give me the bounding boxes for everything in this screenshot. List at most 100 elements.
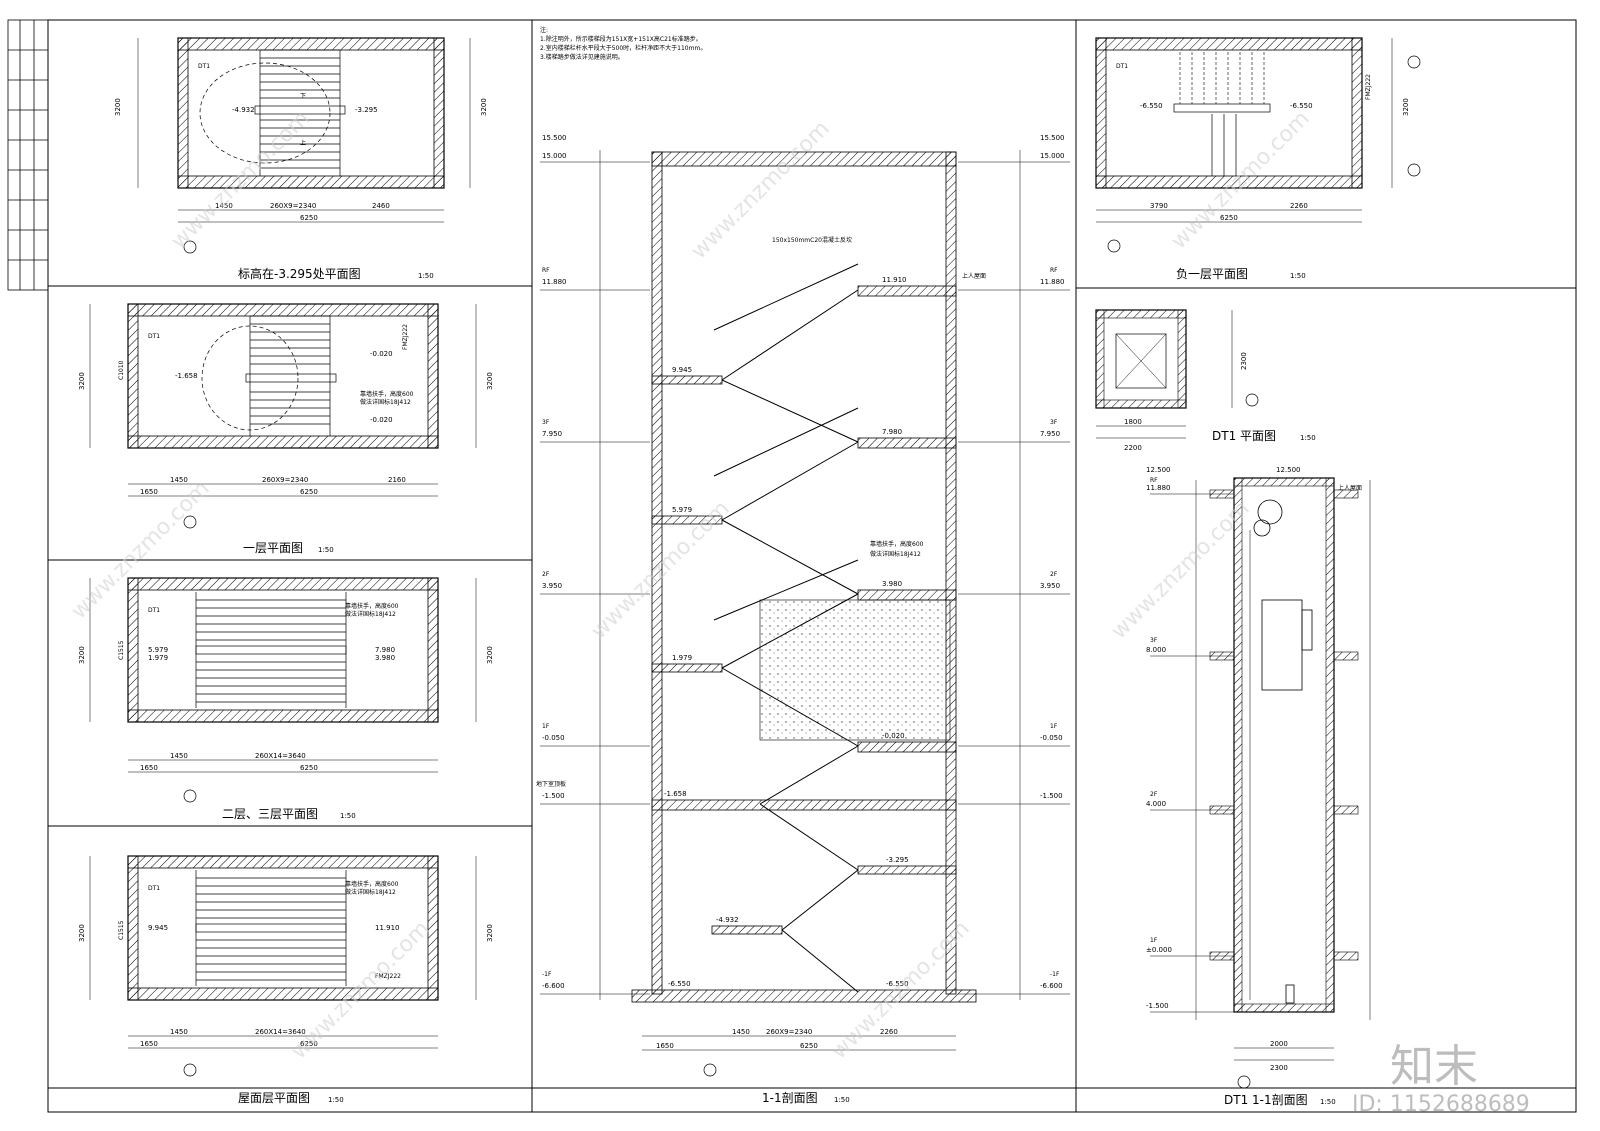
drawing-title: 标高在-3.295处平面图 [238,266,361,281]
dim-label: 3200 [78,372,86,390]
watermark-text: www.znzmo.com [1107,496,1255,644]
level-label: -3.295 [886,856,909,864]
floor-tag: 1F [1150,937,1158,944]
level-label: 7.980 [375,646,395,654]
level-label: 15.500 [1040,134,1065,142]
handrail-note: 靠墙扶手，高度600 [345,880,399,888]
drawing-scale: 1:50 [834,1096,850,1104]
level-label: -4.932 [716,916,739,924]
dim-label: 2300 [1240,352,1248,370]
level-label: 7.950 [1040,430,1060,438]
dim-label: 1450 [732,1028,750,1036]
drawing-scale: 1:50 [318,546,334,554]
elevator-tag: DT1 [148,885,160,892]
level-label: -0.050 [542,734,565,742]
dim-label: 1650 [140,488,158,496]
handrail-note: 靠墙扶手，高度600 [360,390,414,398]
dim-label: 1450 [170,1028,188,1036]
note-line: 1.除注明外，所示楼梯段为151X宽+151X高C21标准踏步。 [540,35,702,43]
window-tag: C1515 [118,640,125,660]
level-label: 8.000 [1146,646,1166,654]
floor-tag: 3F [1050,419,1058,426]
drawing-scale: 1:50 [1300,434,1316,442]
dim-label: 3200 [480,98,488,116]
level-label: 11.880 [542,278,567,286]
dim-label: 2260 [880,1028,898,1036]
floor-tag: -1F [1050,971,1060,978]
level-label: 4.000 [1146,800,1166,808]
handrail-ref: 做法详国标18J412 [345,610,396,618]
dim-label: 6250 [300,1040,318,1048]
level-label: 5.979 [148,646,168,654]
drawing-title: 屋面层平面图 [238,1091,310,1105]
handrail-note: 靠墙扶手，高度600 [870,540,924,548]
level-label: 3.950 [542,582,562,590]
floor-tag: 3F [542,419,550,426]
level-label: -6.550 [1290,102,1313,110]
drawing-title: 二层、三层平面图 [222,807,318,821]
floor-tag: 2F [1150,791,1158,798]
dim-label: 3200 [1402,98,1410,116]
dim-label: 260X14=3640 [255,752,306,760]
level-label: 9.945 [148,924,168,932]
handrail-ref: 做法详国标18J412 [345,888,396,896]
elevator-tag: DT1 [148,333,160,340]
level-label: -6.550 [886,980,909,988]
drawing-scale: 1:50 [1320,1098,1336,1106]
plan-23f: 5.979 1.979 7.980 3.980 靠墙扶手，高度600 做法详国标… [78,577,494,821]
dim-label: 2000 [1270,1040,1288,1048]
level-label: -6.550 [668,980,691,988]
drawing-scale: 1:50 [418,272,434,280]
drawing-title: DT1 1-1剖面图 [1224,1093,1308,1107]
level-label: -1.500 [542,792,565,800]
window-tag: C1010 [118,360,125,380]
level-label: 11.880 [1040,278,1065,286]
dim-label: 2160 [388,476,406,484]
drawing-title: 一层平面图 [243,541,303,555]
level-label: -6.550 [1140,102,1163,110]
level-label: 3.950 [1040,582,1060,590]
watermark-text: www.znzmo.com [67,476,215,624]
plan-b1: -6.550 -6.550 DT1 FMZJ222 3790 2260 6250… [1095,37,1421,281]
dim-label: 3200 [78,924,86,942]
door-tag: FMZJ222 [1365,74,1372,100]
level-label: 11.880 [1146,484,1171,492]
level-label: 9.945 [672,366,692,374]
floor-tag: RF [1150,477,1158,484]
dim-label: 260X9=2340 [270,202,316,210]
level-label: -0.020 [882,732,905,740]
level-label: 15.000 [542,152,567,160]
dim-label: 2300 [1270,1064,1288,1072]
dim-label: 3200 [114,98,122,116]
level-label: 1.979 [148,654,168,662]
level-label: -6.600 [542,982,565,990]
dim-label: 1650 [140,1040,158,1048]
level-label: -4.932 [232,106,255,114]
dim-label: 1800 [1124,418,1142,426]
level-label: -0.020 [370,416,393,424]
dt1-section: 12.500 12.500 RF 11.880 3F 8.000 2F 4.00… [1146,466,1371,1107]
window-tag: C1515 [118,920,125,940]
level-label: 5.979 [672,506,692,514]
handrail-note: 靠墙扶手，高度600 [345,602,399,610]
level-label: -1.658 [664,790,687,798]
level-label: 7.950 [542,430,562,438]
drawing-title: 1-1剖面图 [762,1091,818,1105]
drawing-title: 负一层平面图 [1176,267,1248,281]
dim-label: 6250 [300,764,318,772]
dim-label: 2460 [372,202,390,210]
section-1-1: 注: 1.除注明外，所示楼梯段为151X宽+151X高C21标准踏步。 2.室内… [536,26,1070,1105]
dim-label: 3200 [78,646,86,664]
plan-1f: -1.658 -0.020 -0.020 靠墙扶手，高度600 做法详国标18J… [78,303,494,555]
level-label: 12.500 [1276,466,1301,474]
floor-tag: RF [542,267,550,274]
plan-roof: 9.945 11.910 靠墙扶手，高度600 做法详国标18J412 DT1 … [78,855,494,1105]
dim-label: 6250 [800,1042,818,1050]
dt1-plan: 1800 2200 2300 DT1 平面图 1:50 [1095,309,1316,452]
dim-label: 2200 [1124,444,1142,452]
level-label: -0.020 [370,350,393,358]
level-label: -1.658 [175,372,198,380]
dim-label: 260X14=3640 [255,1028,306,1036]
brand-logo: 知末 [1390,1041,1478,1092]
